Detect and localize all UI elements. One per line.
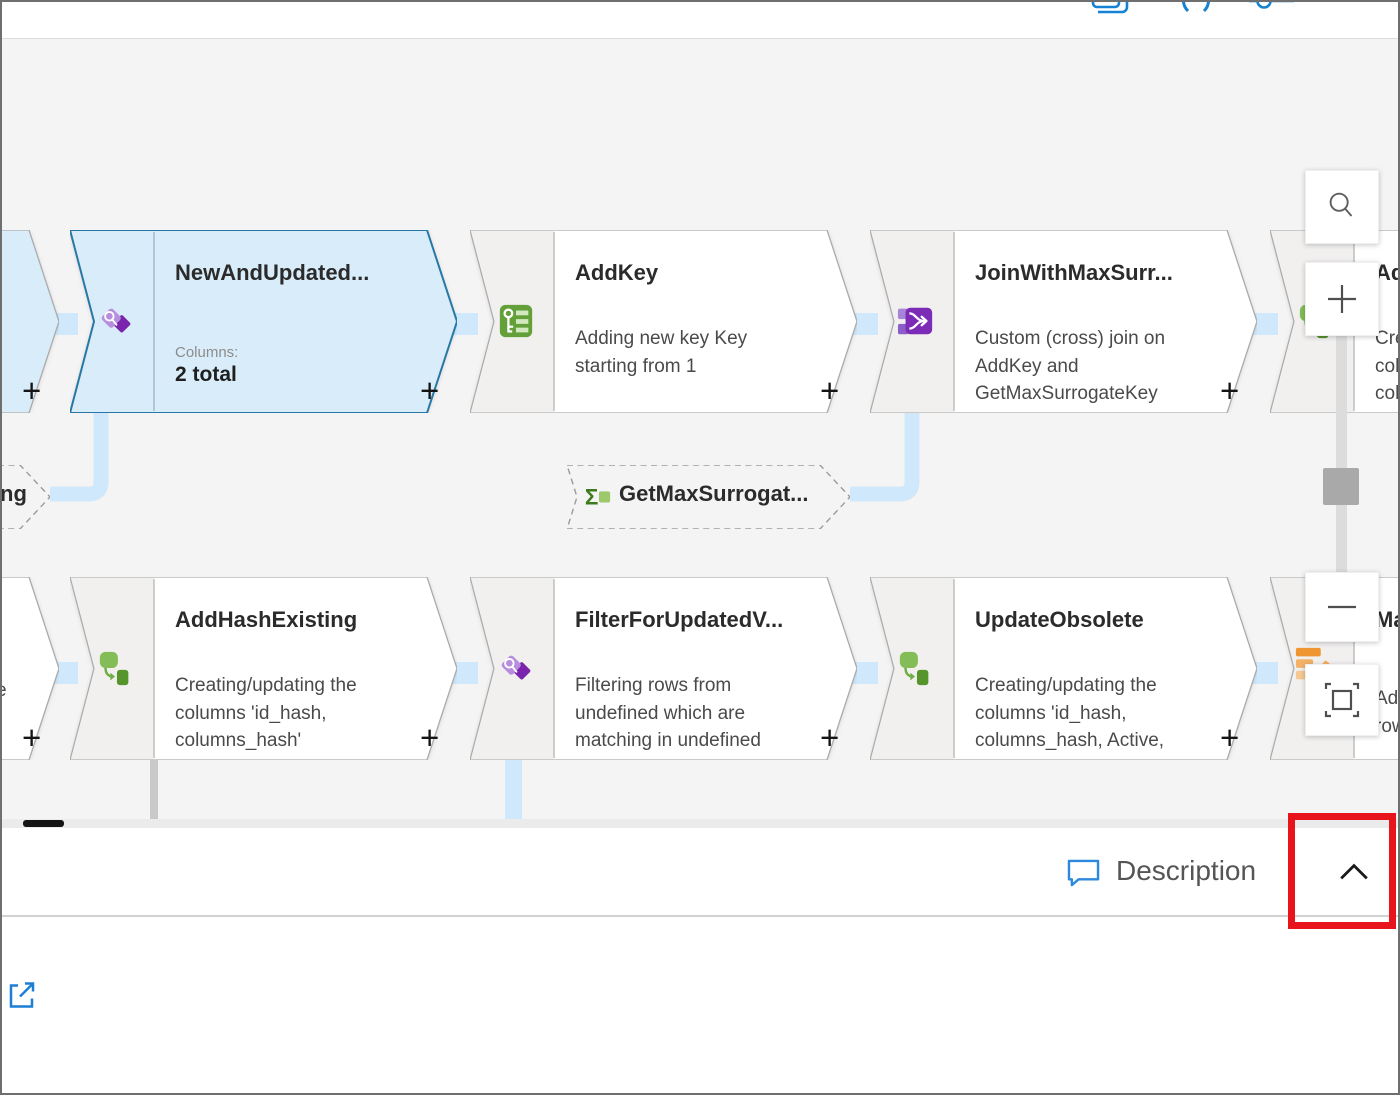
- node-join-with-max-surr[interactable]: JoinWithMaxSurr... Custom (cross) join o…: [870, 230, 1257, 413]
- surrogate-key-icon: [497, 302, 535, 340]
- edge-connector: [852, 313, 878, 335]
- edge-connector: [1252, 662, 1278, 684]
- edge-stub-blue: [505, 758, 522, 819]
- open-in-new-window-button[interactable]: [7, 979, 37, 1010]
- node-partial-left-bottom[interactable]: e +: [2, 577, 59, 760]
- add-transformation-button[interactable]: +: [820, 719, 840, 756]
- exists-transformation-icon: [497, 649, 535, 687]
- node-description: Ad row: [1375, 688, 1399, 737]
- add-transformation-button[interactable]: +: [1220, 719, 1240, 756]
- open-in-new-window-icon: [9, 982, 35, 1008]
- add-transformation-button[interactable]: +: [22, 372, 42, 409]
- node-description: Custom (cross) join on AddKey and GetMax…: [975, 328, 1166, 404]
- edge-connector: [452, 662, 478, 684]
- node-add-key[interactable]: AddKey Adding new key Key starting from …: [470, 230, 857, 413]
- node-title: NewAndUpdated...: [175, 260, 370, 285]
- collapse-panel-button[interactable]: [1318, 850, 1390, 894]
- node-description: e: [2, 677, 7, 705]
- node-add-hash-existing[interactable]: AddHashExisting Creating/updating the co…: [70, 577, 457, 760]
- add-transformation-button[interactable]: +: [1220, 372, 1240, 409]
- node-description: Adding new key Key starting from 1: [575, 328, 748, 377]
- copy-icon[interactable]: [1090, 2, 1130, 20]
- zoom-slider-handle[interactable]: [1323, 468, 1359, 505]
- add-transformation-button[interactable]: +: [420, 372, 440, 409]
- annotation-highlight-box: [1288, 813, 1396, 929]
- zoom-in-button[interactable]: [1305, 262, 1379, 336]
- search-icon: [1329, 192, 1353, 217]
- node-update-obsolete[interactable]: UpdateObsolete Creating/updating the col…: [870, 577, 1257, 760]
- node-title: JoinWithMaxSurr...: [975, 260, 1173, 285]
- fit-to-screen-button[interactable]: [1305, 664, 1379, 736]
- add-transformation-button[interactable]: +: [420, 719, 440, 756]
- node-description: Creating/updating the columns 'id_hash, …: [175, 675, 357, 751]
- zoom-slider-track[interactable]: [1336, 332, 1347, 594]
- derived-column-icon: [897, 649, 935, 687]
- node-title: FilterForUpdatedV...: [575, 607, 784, 632]
- add-transformation-button[interactable]: +: [820, 372, 840, 409]
- node-title: AddHashExisting: [175, 607, 358, 632]
- add-transformation-button[interactable]: +: [22, 719, 42, 756]
- zoom-out-button[interactable]: [1305, 572, 1379, 642]
- plus-icon: [1328, 285, 1356, 313]
- description-bar: [2, 828, 1398, 917]
- node-description: Creating/updating the columns 'id_hash, …: [975, 675, 1165, 760]
- node-title: GetMaxSurrogat...: [619, 481, 809, 506]
- description-label: Description: [1116, 855, 1257, 886]
- join-icon: [897, 302, 935, 340]
- node-partial-left-top[interactable]: +: [2, 230, 59, 413]
- chevron-up-icon: [1340, 863, 1368, 880]
- node-title: ng: [0, 481, 27, 506]
- node-description: Filtering rows from undefined which are …: [575, 675, 761, 760]
- aggregate-sigma-icon: Σ: [584, 482, 612, 510]
- comment-icon: [1066, 858, 1101, 889]
- slider-icon[interactable]: [1248, 2, 1296, 18]
- search-zoom-button[interactable]: [1305, 170, 1379, 244]
- fit-to-screen-icon: [1324, 682, 1360, 718]
- edge-stub-gray: [150, 758, 158, 819]
- node-title: UpdateObsolete: [975, 607, 1144, 632]
- node-get-max-surrogate[interactable]: Σ GetMaxSurrogat...: [567, 465, 850, 529]
- top-toolbar: [2, 2, 1398, 38]
- exists-transformation-icon: [97, 302, 135, 340]
- node-filter-for-updated[interactable]: FilterForUpdatedV... Filtering rows from…: [470, 577, 857, 760]
- edge-elbow-right: [850, 406, 920, 502]
- node-meta-value: 2 total: [175, 363, 237, 386]
- node-title: Ma: [1375, 607, 1398, 632]
- derived-column-icon: [97, 649, 135, 687]
- horizontal-scrollbar-thumb[interactable]: [23, 820, 64, 827]
- node-description: Cre col col M: [1375, 328, 1400, 413]
- node-meta-label: Columns:: [175, 344, 239, 361]
- node-new-and-updated[interactable]: NewAndUpdated... Columns: 2 total +: [70, 230, 457, 413]
- node-title: Ad: [1375, 260, 1398, 285]
- edge-connector: [452, 313, 478, 335]
- code-braces-icon[interactable]: [1178, 2, 1214, 19]
- edge-connector: [852, 662, 878, 684]
- node-title: AddKey: [575, 260, 659, 285]
- minus-icon: [1328, 605, 1356, 609]
- node-partial-left-cached[interactable]: ng: [2, 465, 50, 529]
- horizontal-scrollbar[interactable]: [2, 819, 1398, 828]
- edge-elbow-left: [50, 406, 109, 502]
- svg-text:Σ: Σ: [585, 484, 598, 509]
- edge-connector: [1252, 313, 1278, 335]
